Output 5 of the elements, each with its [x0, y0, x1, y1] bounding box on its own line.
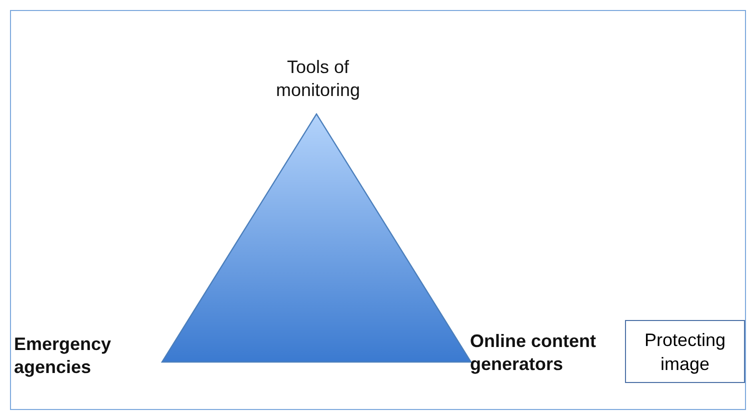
vertex-label: Online content generators [470, 330, 597, 376]
vertex-label: Emergency agencies [14, 333, 112, 379]
text-box [625, 320, 745, 383]
vertex-label: Tools of monitoring [274, 56, 362, 102]
box-text: Protecting image [643, 328, 727, 376]
